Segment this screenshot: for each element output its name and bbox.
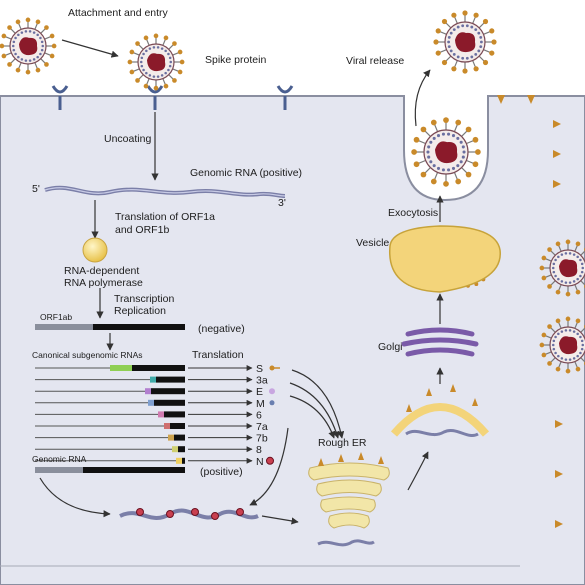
sg-rna-gene-7b [168, 434, 174, 441]
gene-label-N: N [256, 456, 264, 468]
label-golgi: Golgi [378, 341, 403, 353]
membrane-spikes [497, 95, 563, 528]
release-arrow [414, 69, 431, 127]
genomic-to-nc-arrow [39, 477, 111, 518]
label-replication: Replication [114, 305, 166, 317]
label-spike: Spike protein [205, 54, 266, 66]
sg-rna-gene-7a [164, 423, 170, 429]
sg-rna-body-E [151, 388, 185, 395]
virion-bound-2 [539, 316, 585, 374]
sg-rna-body-M [154, 399, 185, 406]
polymerase-sphere [82, 237, 108, 263]
rough-er [308, 462, 390, 529]
label-genomic-rna-positive: Genomic RNA (positive) [190, 167, 302, 179]
sg-rna-gene-N [176, 457, 182, 464]
protein-e-glyph [269, 388, 275, 395]
label-uncoating: Uncoating [104, 133, 151, 145]
sg-rna-body-6 [164, 411, 185, 418]
label-rdrp-1: RNA-dependent [64, 265, 139, 277]
sg-rna-gene-E [145, 388, 151, 395]
sg-rna-body-3a [156, 376, 185, 383]
label-canonical-subgenomic: Canonical subgenomic RNAs [32, 350, 143, 360]
virion-bound-1 [539, 239, 585, 297]
label-attachment: Attachment and entry [68, 7, 169, 19]
label-rdrp-2: RNA polymerase [64, 277, 143, 289]
protein-s-glyph [269, 365, 275, 371]
label-vesicle: Vesicle [356, 237, 389, 249]
gene-label-7b: 7b [256, 433, 268, 445]
n-to-nc-arrow [249, 427, 289, 506]
label-positive: (positive) [200, 466, 243, 478]
vesicle-spikes [406, 384, 478, 412]
golgi-stacks [401, 327, 479, 357]
n-proteins-bottom [136, 508, 244, 520]
sg-rna-body-N [182, 457, 185, 464]
sg-rna-body-7b [174, 434, 185, 441]
label-translation-orf1b: and ORF1b [115, 224, 169, 236]
virion-budding [411, 117, 481, 187]
sg-rna-gene-6 [158, 411, 164, 418]
sg-rna-gene-S [110, 365, 132, 371]
host-cell [0, 95, 585, 585]
virion-entry-2 [127, 33, 185, 91]
label-transcription: Transcription [114, 293, 174, 305]
label-3-prime: 3' [278, 197, 286, 209]
sg-rna-body-8 [178, 446, 185, 453]
er-spikes [318, 452, 384, 466]
label-negative: (negative) [198, 323, 245, 335]
subgenomic-rna-lines [35, 365, 253, 464]
label-5-prime: 5' [32, 183, 40, 195]
label-translation: Translation [192, 349, 244, 361]
er-vesicle-strand [317, 539, 375, 547]
label-viral-release: Viral release [346, 55, 404, 67]
receptor-1 [51, 85, 69, 110]
sg-rna-gene-3a [150, 376, 156, 383]
gene-label-E: E [256, 386, 263, 398]
sg-rna-gene-M [148, 399, 154, 406]
budding-vesicle [390, 403, 490, 437]
gene-label-S: S [256, 363, 263, 375]
er-to-golgi-arrow [407, 451, 429, 491]
sg-rna-gene-8 [172, 446, 178, 453]
transport-vesicle [389, 225, 501, 293]
attach-arrow [61, 39, 119, 58]
label-orf1ab: ORF1ab [40, 312, 72, 322]
sg-rna-body-S [132, 365, 185, 371]
label-translation-orf1a: Translation of ORF1a [115, 211, 215, 223]
protein-n-glyph [266, 456, 274, 465]
label-exocytosis: Exocytosis [388, 207, 438, 219]
gene-label-3a: 3a [256, 375, 268, 387]
receptor-2 [146, 85, 164, 110]
genomic-rna-bar [35, 467, 185, 473]
orf1ab-bar [35, 324, 185, 330]
gene-label-8: 8 [256, 444, 262, 456]
virion-entry-1 [0, 17, 57, 75]
protein-m-glyph [269, 400, 275, 406]
receptor-3 [276, 85, 294, 110]
translation-to-er-arrows [289, 369, 345, 439]
nc-to-er-arrow [261, 515, 299, 525]
gene-label-M: M [256, 398, 265, 410]
sg-rna-body-7a [170, 423, 185, 429]
virion-released [433, 10, 497, 74]
label-rough-er: Rough ER [318, 437, 367, 449]
label-genomic-rna: Genomic RNA [32, 454, 87, 464]
gene-label-7a: 7a [256, 421, 268, 433]
gene-label-6: 6 [256, 409, 262, 421]
